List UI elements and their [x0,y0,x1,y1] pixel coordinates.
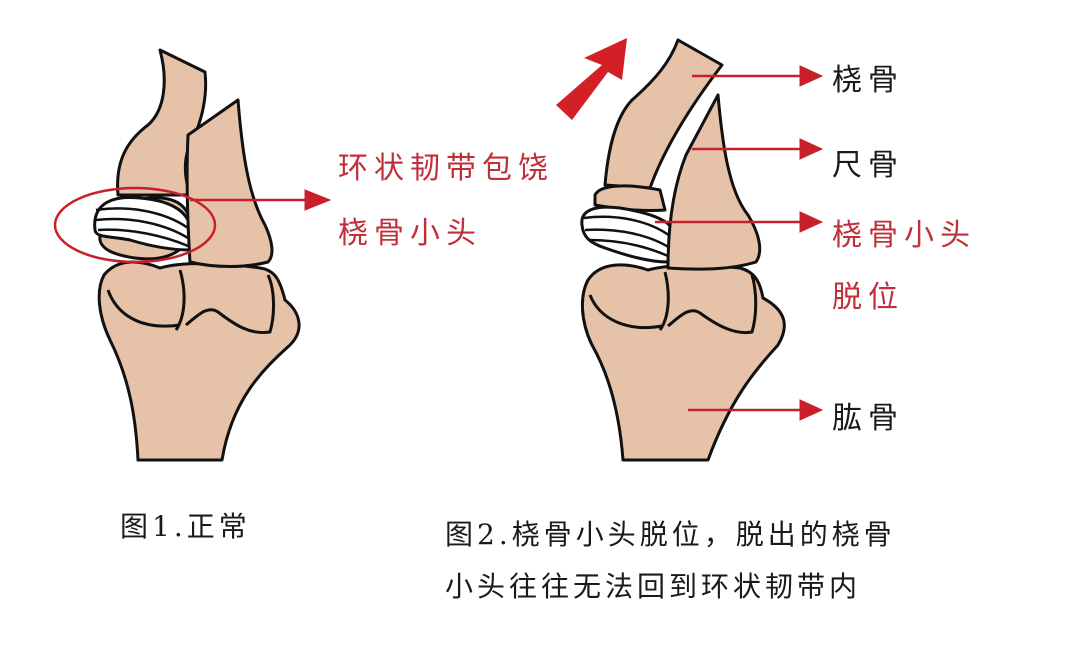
figure1-highlight-ellipse [53,186,217,264]
figure1-bones [93,48,301,462]
figure2-label-radial-head: 桡骨小头 [832,218,976,253]
figure2-leader-arrows [655,65,824,421]
figure1-label-radial-head: 桡骨小头 [338,216,482,251]
figure2-motion-arrow [556,38,627,120]
figure2-label-ulna: 尺骨 [832,148,904,183]
figure2-annular-ligament [580,205,674,264]
figure2-bones [580,38,786,462]
figure1-radius [116,48,208,197]
figure1-callout-arrow [190,189,332,211]
figure1-caption: 图1.正常 [120,510,251,543]
figure1-ulna [185,98,274,268]
figure1-label-annular-ligament: 环状韧带包饶 [338,151,554,186]
figure2-caption-line1: 图2.桡骨小头脱位，脱出的桡骨 [445,518,896,551]
figure2-label-humerus: 肱骨 [832,401,904,436]
figure1-humerus [97,260,301,462]
figure2-label-radius: 桡骨 [832,63,904,98]
figure2-caption-line2: 小头往往无法回到环状韧带内 [445,570,862,603]
figure2-ulna [666,93,762,271]
figure2-label-dislocation: 脱位 [832,280,904,315]
